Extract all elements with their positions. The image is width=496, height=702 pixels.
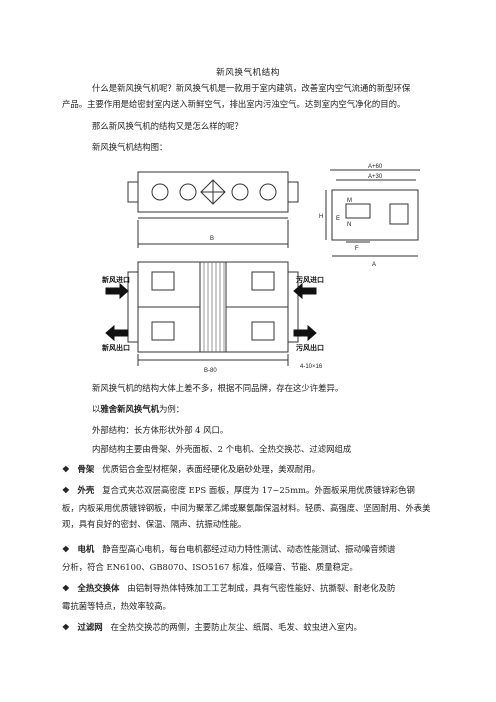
item-name: 电机 (77, 544, 95, 554)
list-item: ❖ 骨架 优质铝合金型材框架，表面经硬化及磨砂处理，美观耐用。 (62, 461, 320, 477)
side-view-housing (331, 189, 419, 241)
item-text: 静音型高心电机，每台电机都经过动力特性测试、动态性能测试、振动噪音频谱 (102, 544, 396, 554)
item-text: 优质铝合金型材框架，表面经硬化及磨砂处理，美观耐用。 (102, 464, 321, 474)
label-exhaust-in: 污风进口 (296, 275, 324, 284)
dim-label-b: B (210, 236, 214, 242)
fan-block (251, 271, 275, 291)
dim-label-m: M (347, 198, 352, 204)
fan-block (151, 321, 175, 341)
example-suffix: 为例： (159, 404, 185, 414)
brand-link[interactable]: 雅舍新风换气机 (100, 404, 159, 414)
fan-icon (259, 183, 277, 201)
structure-note: 新风换气机的结构大体上差不多，根据不同品牌，存在这少许差异。 (92, 383, 344, 393)
fan-block (151, 271, 175, 291)
dim-label-b80: B-80 (204, 368, 217, 374)
bullet-icon: ❖ (62, 485, 70, 495)
bullet-icon: ❖ (62, 583, 70, 593)
duct-left (127, 181, 139, 203)
list-item: ❖ 外壳 复合式夹芯双层高密度 EPS 面板，厚度为 17~25mm。外面板采用优… (62, 482, 415, 498)
arrow-right-icon (105, 282, 129, 300)
dim-label-h: H (319, 214, 323, 220)
page-title: 新风换气机结构 (216, 68, 280, 78)
label-fresh-out: 新风出口 (102, 343, 130, 352)
label-exhaust-out: 污风出口 (296, 343, 324, 352)
dim-label-n: N (347, 222, 351, 228)
intro-line-1: 什么是新风换气机呢？新风换气机是一款用于室内建筑，改善室内空气流通的新型环保 (92, 83, 411, 93)
item-text-continued: 霉抗菌等特点，热效率较高。 (62, 601, 171, 611)
arrow-left-icon (105, 324, 129, 342)
label-fresh-in: 新风进口 (102, 275, 130, 284)
side-outlet (389, 203, 409, 225)
dim-label-e: E (336, 216, 340, 222)
fan-icon (179, 183, 197, 201)
item-text: 由铝制导热体特殊加工工艺制成，具有气密性能好、抗撕裂、耐老化及防 (127, 583, 396, 593)
item-name: 外壳 (77, 485, 95, 495)
item-text-continued: 分析，符合 EN6100、GB8070、ISO5167 标准，低噪音、节能、质量… (62, 562, 358, 572)
list-item: ❖ 电机 静音型高心电机，每台电机都经过动力特性测试、动态性能测试、振动噪音频谱 (62, 541, 395, 557)
item-text-continued: 板，内板采用优质镀锌钢板，中间为聚苯乙烯或聚氨酯保温材料。轻质、高强度、坚固耐用… (62, 503, 431, 529)
dim-label-f: F (355, 246, 359, 252)
internal-structure: 内部结构主要由骨架、外壳面板、2 个电机、全热交换芯、过滤网组成 (92, 444, 352, 454)
fan-icon (231, 183, 249, 201)
arrow-right-icon (293, 324, 317, 342)
item-text: 在全热交换芯的两侧，主要防止灰尘、纸屑、毛发、蚊虫进入室内。 (110, 622, 362, 632)
list-item: ❖ 全热交换体 由铝制导热体特殊加工工艺制成，具有气密性能好、抗撕裂、耐老化及防 (62, 580, 395, 596)
question-line: 那么新风换气机的结构又是怎么样的呢？ (92, 121, 243, 131)
example-line: 以雅舍新风换气机为例： (92, 401, 184, 417)
item-name: 骨架 (77, 464, 95, 474)
list-item: ❖ 过滤网 在全热交换芯的两侧，主要防止灰尘、纸屑、毛发、蚊虫进入室内。 (62, 619, 362, 635)
bullet-icon: ❖ (62, 464, 70, 474)
dim-label-a10: 4-10×16 (300, 364, 323, 370)
dim-label-a60: A+60 (368, 164, 383, 170)
external-structure: 外部结构：长方体形状外部 4 风口。 (92, 425, 229, 435)
bullet-icon: ❖ (62, 622, 70, 632)
example-prefix: 以 (92, 404, 101, 414)
side-inlet (345, 203, 371, 219)
dim-label-a: A (372, 262, 376, 268)
arrow-left-icon (293, 282, 317, 300)
dim-label-a30: A+30 (368, 174, 383, 180)
item-text: 复合式夹芯双层高密度 EPS 面板，厚度为 17~25mm。外面板采用优质镀锌彩… (102, 485, 415, 495)
fan-block (251, 321, 275, 341)
ventilator-structure-diagram: B B-80 A+60 A+30 A F M N E H 4-10×16 新风进… (102, 164, 420, 374)
item-name: 全热交换体 (77, 583, 120, 593)
item-name: 过滤网 (77, 622, 103, 632)
bullet-icon: ❖ (62, 544, 70, 554)
fan-icon (151, 183, 169, 201)
duct-right (287, 181, 299, 203)
intro-line-2: 产品。主要作用是给密封室内送入新鲜空气，排出室内污浊空气。达到室内空气净化的目的… (62, 99, 406, 109)
diagram-caption: 新风换气机结构图： (92, 142, 168, 152)
